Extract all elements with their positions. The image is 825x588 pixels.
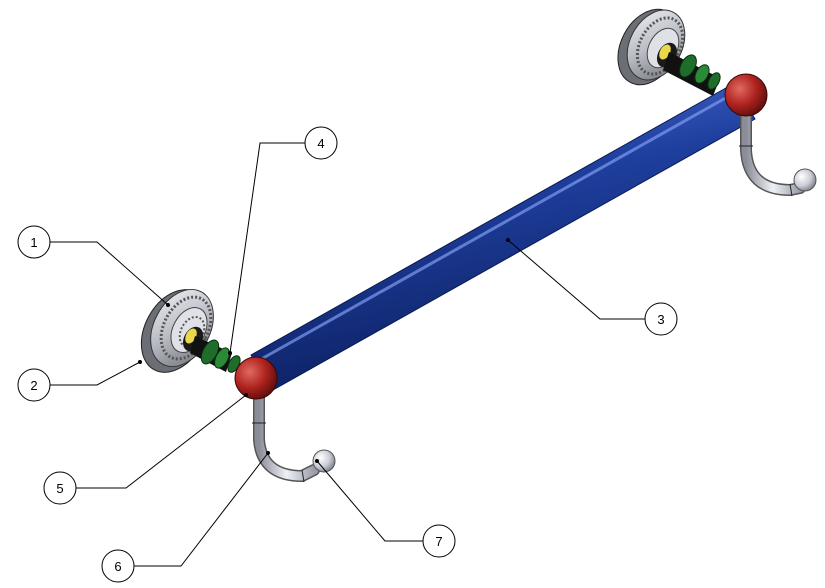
leader-line-5: [76, 394, 247, 489]
left-wall-plate: [140, 288, 214, 373]
leader-lines: [50, 142, 645, 567]
leader-line-7: [316, 460, 423, 542]
right-end-ball: [724, 73, 768, 117]
right-hook-knob: [793, 168, 817, 192]
callout-2: 2: [17, 368, 51, 402]
callout-label-4: 4: [317, 136, 324, 151]
leader-line-1: [50, 241, 169, 306]
right-wall-mount: [617, 8, 721, 96]
left-hook-knob: [312, 449, 336, 473]
callout-label-5: 5: [56, 481, 63, 496]
callout-7: 7: [422, 524, 456, 558]
callout-label-6: 6: [114, 559, 121, 574]
right-connector: [663, 52, 721, 96]
callout-6: 6: [101, 549, 135, 583]
callout-label-2: 2: [30, 378, 37, 393]
callout-1: 1: [17, 225, 51, 259]
callout-label-1: 1: [30, 235, 37, 250]
callout-label-3: 3: [657, 312, 664, 327]
callout-4: 4: [304, 126, 338, 160]
leader-line-3: [507, 239, 645, 320]
left-wall-mount: [140, 288, 241, 373]
leader-line-6: [134, 452, 269, 567]
leader-dots: [138, 238, 510, 463]
callout-3: 3: [644, 302, 678, 336]
callout-5: 5: [43, 471, 77, 505]
left-hook: [252, 386, 320, 483]
right-hook: [739, 102, 806, 197]
right-wall-plate: [617, 8, 686, 86]
leader-line-2: [50, 361, 141, 386]
callout-label-7: 7: [435, 534, 442, 549]
left-end-ball: [234, 356, 278, 400]
leader-line-4: [229, 142, 305, 354]
left-connector: [190, 336, 241, 373]
